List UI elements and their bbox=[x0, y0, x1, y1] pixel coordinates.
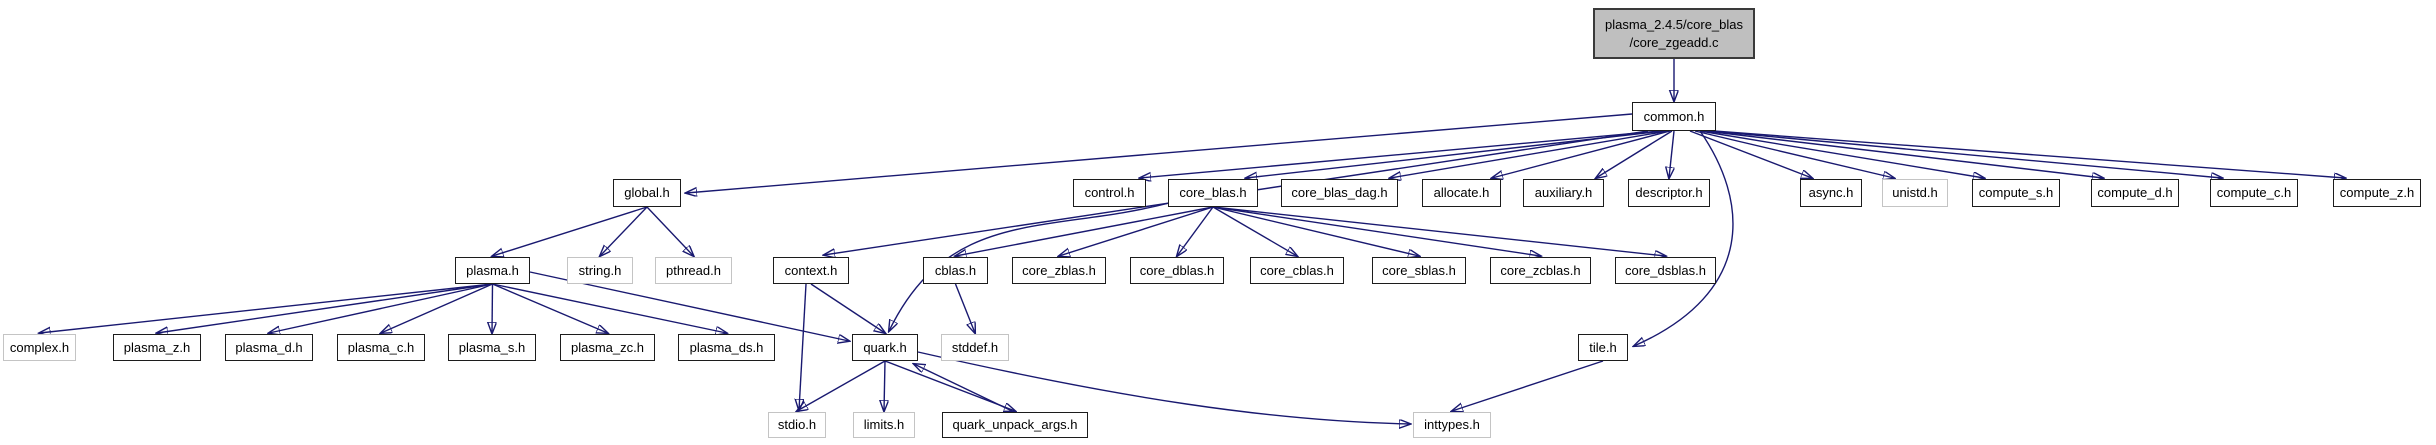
node-plasma_z[interactable]: plasma_z.h bbox=[113, 334, 201, 361]
node-allocate[interactable]: allocate.h bbox=[1422, 179, 1501, 207]
node-plasma_zc[interactable]: plasma_zc.h bbox=[560, 334, 655, 361]
node-compute_d[interactable]: compute_d.h bbox=[2091, 179, 2179, 207]
node-core_zcblas[interactable]: core_zcblas.h bbox=[1490, 257, 1591, 284]
node-core_cblas[interactable]: core_cblas.h bbox=[1250, 257, 1344, 284]
root-node-core-zgeadd: plasma_2.4.5/core_blas /core_zgeadd.c bbox=[1593, 8, 1755, 59]
edge-quark_unpack_args-to-quark bbox=[914, 364, 1013, 412]
edge-quark-to-limits bbox=[884, 360, 885, 411]
edge-plasma-to-plasma_d bbox=[269, 283, 493, 333]
node-quark[interactable]: quark.h bbox=[852, 334, 918, 361]
edge-common-to-tile bbox=[1634, 130, 1734, 346]
edge-common-to-compute_c bbox=[1709, 130, 2222, 178]
edge-global-to-string bbox=[600, 206, 648, 256]
node-core_blas_dag[interactable]: core_blas_dag.h bbox=[1281, 179, 1398, 207]
edge-plasma-to-complex bbox=[40, 283, 493, 333]
node-plasma_d[interactable]: plasma_d.h bbox=[225, 334, 313, 361]
node-async[interactable]: async.h bbox=[1800, 179, 1862, 207]
edge-context-to-quark bbox=[810, 283, 885, 333]
edge-plasma-to-plasma_ds bbox=[492, 283, 727, 333]
edge-core_blas-to-core_zblas bbox=[1059, 206, 1214, 256]
node-descriptor[interactable]: descriptor.h bbox=[1628, 179, 1710, 207]
edge-quark-to-inttypes bbox=[917, 351, 1410, 424]
edge-core_blas-to-core_dblas bbox=[1177, 206, 1214, 256]
node-core_zblas[interactable]: core_zblas.h bbox=[1012, 257, 1106, 284]
edge-common-to-async bbox=[1689, 130, 1812, 178]
edge-plasma-to-plasma_z bbox=[157, 283, 493, 333]
node-compute_s[interactable]: compute_s.h bbox=[1972, 179, 2060, 207]
node-auxiliary[interactable]: auxiliary.h bbox=[1523, 179, 1604, 207]
node-limits: limits.h bbox=[853, 412, 915, 438]
node-compute_z[interactable]: compute_z.h bbox=[2333, 179, 2421, 207]
edge-core_blas-to-core_zcblas bbox=[1212, 206, 1541, 256]
node-core_sblas[interactable]: core_sblas.h bbox=[1372, 257, 1466, 284]
node-core_dblas[interactable]: core_dblas.h bbox=[1130, 257, 1224, 284]
edge-plasma-to-plasma_s bbox=[492, 283, 493, 333]
node-complex: complex.h bbox=[3, 334, 76, 361]
node-stddef: stddef.h bbox=[941, 334, 1009, 361]
edge-global-to-pthread bbox=[646, 206, 694, 256]
edge-common-to-unistd bbox=[1694, 130, 1894, 178]
edge-tile-to-inttypes bbox=[1452, 360, 1604, 411]
edge-common-to-compute_d bbox=[1704, 130, 2103, 178]
edge-core_blas-to-core_cblas bbox=[1212, 206, 1297, 256]
edge-core_blas-to-cblas bbox=[956, 206, 1214, 256]
edge-cblas-to-stddef bbox=[954, 283, 976, 333]
edge-core_blas-to-core_dsblas bbox=[1212, 206, 1666, 256]
node-core_blas[interactable]: core_blas.h bbox=[1168, 179, 1258, 207]
edge-global-to-plasma bbox=[493, 206, 648, 256]
edge-common-to-compute_z bbox=[1713, 130, 2345, 178]
node-inttypes: inttypes.h bbox=[1413, 412, 1491, 438]
node-string: string.h bbox=[567, 257, 633, 284]
edge-plasma-to-plasma_zc bbox=[492, 283, 608, 333]
edge-core_blas-to-core_sblas bbox=[1212, 206, 1419, 256]
edge-context-to-stdio bbox=[799, 283, 807, 410]
edge-common-to-control bbox=[1140, 130, 1661, 178]
edge-common-to-auxiliary bbox=[1596, 130, 1673, 178]
node-stdio: stdio.h bbox=[768, 412, 826, 438]
edge-common-to-allocate bbox=[1492, 130, 1671, 178]
node-plasma[interactable]: plasma.h bbox=[455, 257, 530, 284]
edge-common-to-global bbox=[686, 113, 1633, 193]
edge-common-to-core_blas_dag bbox=[1390, 130, 1669, 178]
node-control[interactable]: control.h bbox=[1073, 179, 1146, 207]
node-tile[interactable]: tile.h bbox=[1578, 334, 1628, 361]
node-plasma_ds[interactable]: plasma_ds.h bbox=[678, 334, 775, 361]
node-quark_unpack_args[interactable]: quark_unpack_args.h bbox=[942, 412, 1088, 438]
node-context[interactable]: context.h bbox=[773, 257, 849, 284]
node-compute_c[interactable]: compute_c.h bbox=[2210, 179, 2298, 207]
node-cblas[interactable]: cblas.h bbox=[923, 257, 988, 284]
edge-plasma-to-plasma_c bbox=[381, 283, 493, 333]
node-core_dsblas[interactable]: core_dsblas.h bbox=[1615, 257, 1716, 284]
edge-common-to-descriptor bbox=[1669, 130, 1675, 178]
node-unistd: unistd.h bbox=[1882, 179, 1948, 207]
edge-common-to-compute_s bbox=[1699, 130, 1984, 178]
edge-quark-to-stdio bbox=[797, 360, 886, 411]
node-plasma_c[interactable]: plasma_c.h bbox=[337, 334, 425, 361]
node-plasma_s[interactable]: plasma_s.h bbox=[448, 334, 536, 361]
node-pthread: pthread.h bbox=[655, 257, 732, 284]
node-global[interactable]: global.h bbox=[613, 179, 681, 207]
node-common[interactable]: common.h bbox=[1632, 102, 1716, 131]
edge-core_blas-to-quark bbox=[889, 202, 1170, 331]
